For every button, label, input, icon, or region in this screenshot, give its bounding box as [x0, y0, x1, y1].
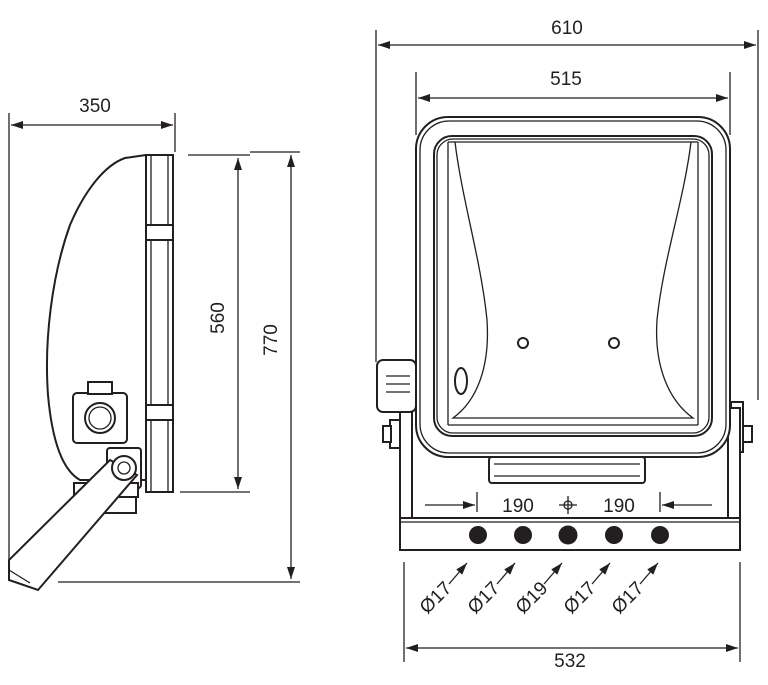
mount-hole-4 — [605, 526, 623, 544]
front-bracket-arm-left — [399, 407, 413, 519]
dim-base-width: 532 — [554, 651, 586, 672]
mount-hole-1 — [469, 526, 487, 544]
side-gland-circle — [84, 402, 116, 434]
front-lamp-marker — [454, 367, 468, 395]
hole-label-3: Ø19 — [512, 578, 552, 618]
side-front-frame — [145, 154, 174, 493]
mount-hole-2 — [514, 526, 532, 544]
side-view: 350 560 770 — [8, 96, 300, 592]
hole-label-2: Ø17 — [464, 578, 504, 618]
hole-label-1: Ø17 — [416, 578, 456, 618]
dim-total-height: 770 — [261, 324, 282, 356]
side-arm-pivot — [111, 455, 137, 481]
front-hinge-block — [488, 456, 646, 484]
frame-clip-bottom — [145, 404, 174, 421]
mount-hole-3 — [558, 525, 578, 545]
hole-label-5: Ø17 — [608, 578, 648, 618]
side-mounting-arm — [8, 458, 139, 592]
dim-hole-spacing-left: 190 — [502, 496, 534, 517]
hole-label-4: Ø17 — [560, 578, 600, 618]
front-screw-right — [608, 337, 620, 349]
side-gland-box — [72, 392, 128, 444]
front-terminal-box — [376, 359, 417, 413]
front-screw-left — [517, 337, 529, 349]
dim-depth: 350 — [79, 96, 111, 117]
dim-glass-height: 560 — [208, 302, 229, 334]
front-inner-frame — [433, 135, 713, 437]
mount-hole-5 — [651, 526, 669, 544]
dim-hole-spacing-right: 190 — [603, 496, 635, 517]
dim-total-width: 610 — [551, 18, 583, 39]
dim-inner-width: 515 — [550, 69, 582, 90]
front-view: 610 515 — [375, 18, 759, 672]
frame-clip-top — [145, 224, 174, 241]
front-outer-frame — [415, 116, 731, 458]
front-glass-panel — [450, 141, 696, 419]
side-housing-outline — [46, 154, 147, 481]
